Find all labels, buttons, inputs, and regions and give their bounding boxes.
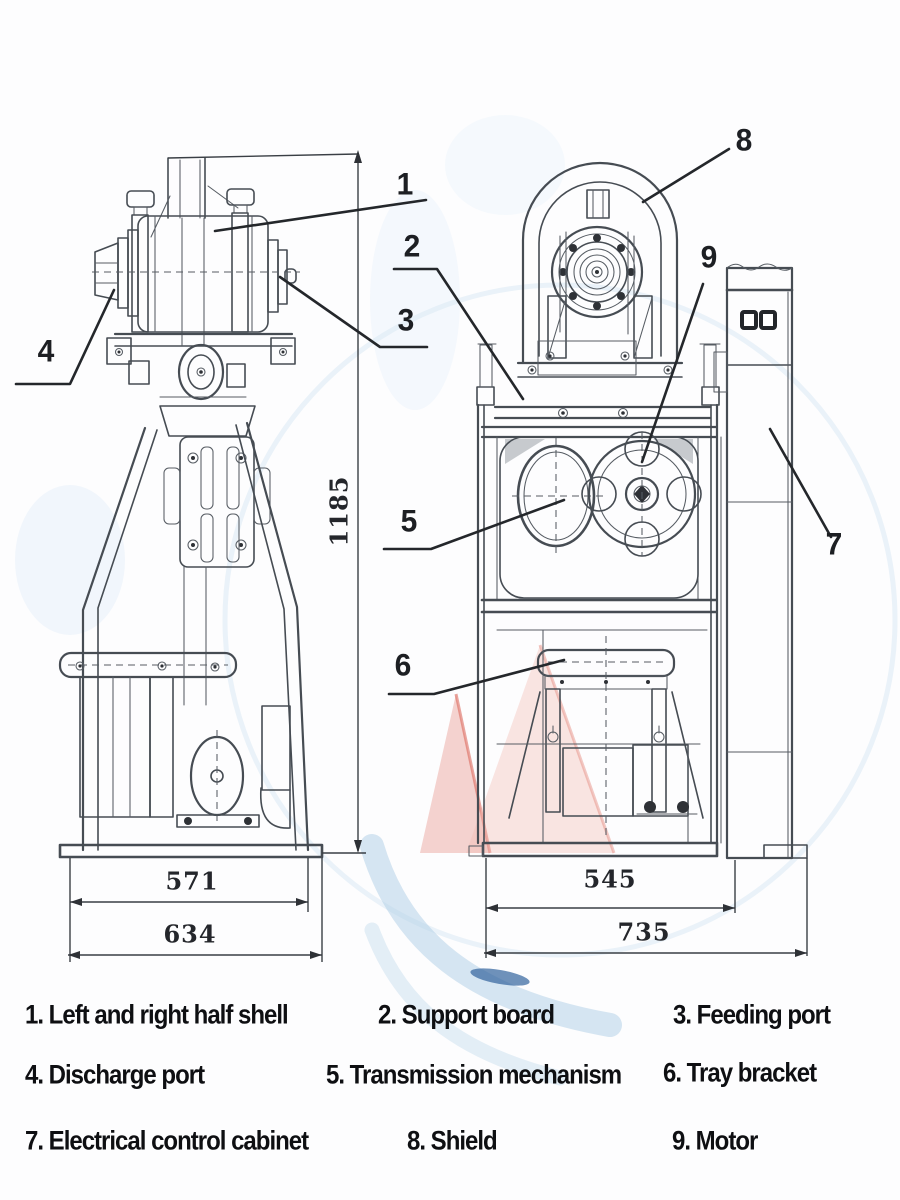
watermark-blue-swoosh [360, 834, 622, 1037]
leader-line-1 [213, 198, 428, 233]
cabinet-button [740, 310, 758, 330]
callout-2: 2 [403, 228, 421, 264]
leader-line-8 [641, 147, 731, 204]
callout-3: 3 [397, 302, 415, 338]
legend-item-8: 8. Shield [407, 1126, 498, 1157]
legend-item-2: 2. Support board [378, 1000, 555, 1031]
leader-line-9 [640, 282, 705, 464]
right-leg [245, 421, 310, 852]
electrical-cabinet-shape [713, 263, 808, 860]
leader-line-6 [387, 658, 566, 696]
legend-item-5: 5. Transmission mechanism [326, 1060, 622, 1091]
dimension-lines [68, 150, 808, 962]
legend-item-9: 9. Motor [672, 1126, 758, 1157]
leader-lines [14, 147, 833, 696]
callout-4: 4 [37, 333, 55, 369]
callout-5: 5 [400, 503, 418, 539]
callout-6: 6 [394, 647, 412, 683]
watermark-red-peak [466, 645, 614, 853]
callout-8: 8 [735, 122, 753, 158]
front-view-drawing [468, 161, 808, 860]
dimension-label-front-outer: 735 [617, 917, 671, 947]
cabinet-button [759, 310, 777, 330]
callout-7: 7 [825, 526, 843, 562]
watermark [15, 115, 898, 1086]
legend-item-6: 6. Tray bracket [663, 1058, 817, 1089]
discharge-port-shape [94, 242, 119, 301]
pulley-wheel [581, 431, 702, 557]
dimension-label-height: 1185 [324, 475, 354, 547]
support-board-shape [476, 343, 721, 420]
leader-line-7 [768, 427, 833, 539]
leader-line-4 [14, 288, 116, 386]
left-leg [81, 426, 147, 852]
legend-item-4: 4. Discharge port [25, 1060, 205, 1091]
callout-9: 9 [700, 239, 718, 275]
leader-line-5 [382, 498, 566, 551]
dimension-label-side-inner: 571 [165, 866, 219, 896]
leader-line-3 [278, 275, 429, 349]
shield-shape [521, 161, 679, 365]
callout-1: 1 [396, 166, 414, 202]
legend-item-7: 7. Electrical control cabinet [25, 1126, 309, 1157]
wheel-housing [499, 436, 699, 599]
dimension-label-side-outer: 634 [163, 919, 217, 949]
dimension-label-front-inner: 545 [583, 864, 637, 894]
watermark-red-peak [420, 694, 490, 853]
legend-item-3: 3. Feeding port [673, 1000, 831, 1031]
leader-line-2 [392, 267, 525, 401]
motor-front [550, 225, 644, 319]
base-side [58, 843, 324, 859]
watermark-circle [222, 282, 898, 958]
side-view-drawing [58, 157, 324, 859]
legend-item-1: 1. Left and right half shell [25, 1000, 289, 1031]
